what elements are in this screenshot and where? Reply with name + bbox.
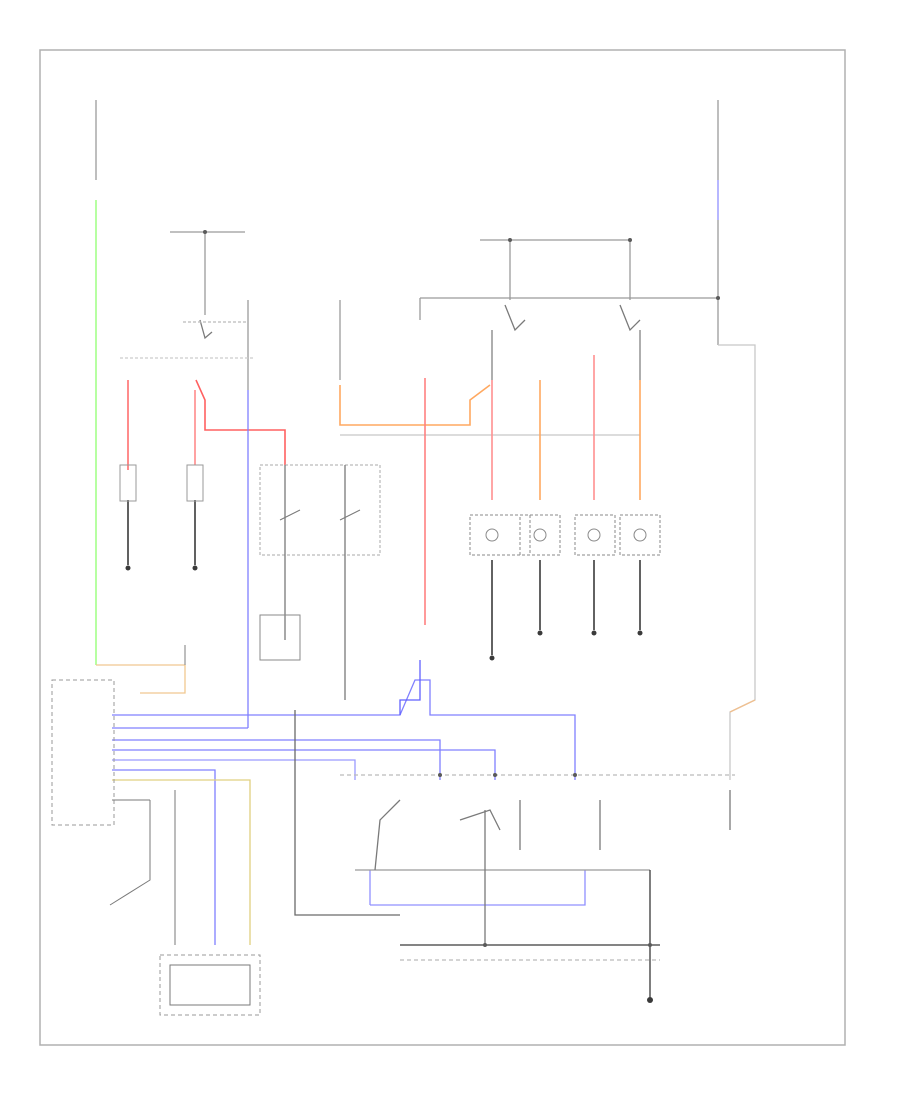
headlamp-relay-circuit	[120, 231, 255, 390]
smart-junction-box	[51, 679, 176, 945]
junction-dots	[203, 230, 720, 947]
lower-switch-bus	[294, 580, 735, 1003]
center-power-feed	[339, 239, 720, 380]
right-power-feed	[717, 100, 756, 780]
headlamp-circuits	[339, 330, 641, 655]
fog-relay-box	[259, 464, 381, 661]
diagram-frame	[39, 49, 846, 1046]
security-module-box	[159, 954, 261, 1016]
headlamp-bulbs	[469, 514, 661, 556]
fog-lamp-left-circuit	[119, 379, 286, 565]
blue-control-wires	[112, 390, 576, 945]
left-power-feed	[95, 100, 186, 694]
grounds	[125, 565, 643, 661]
